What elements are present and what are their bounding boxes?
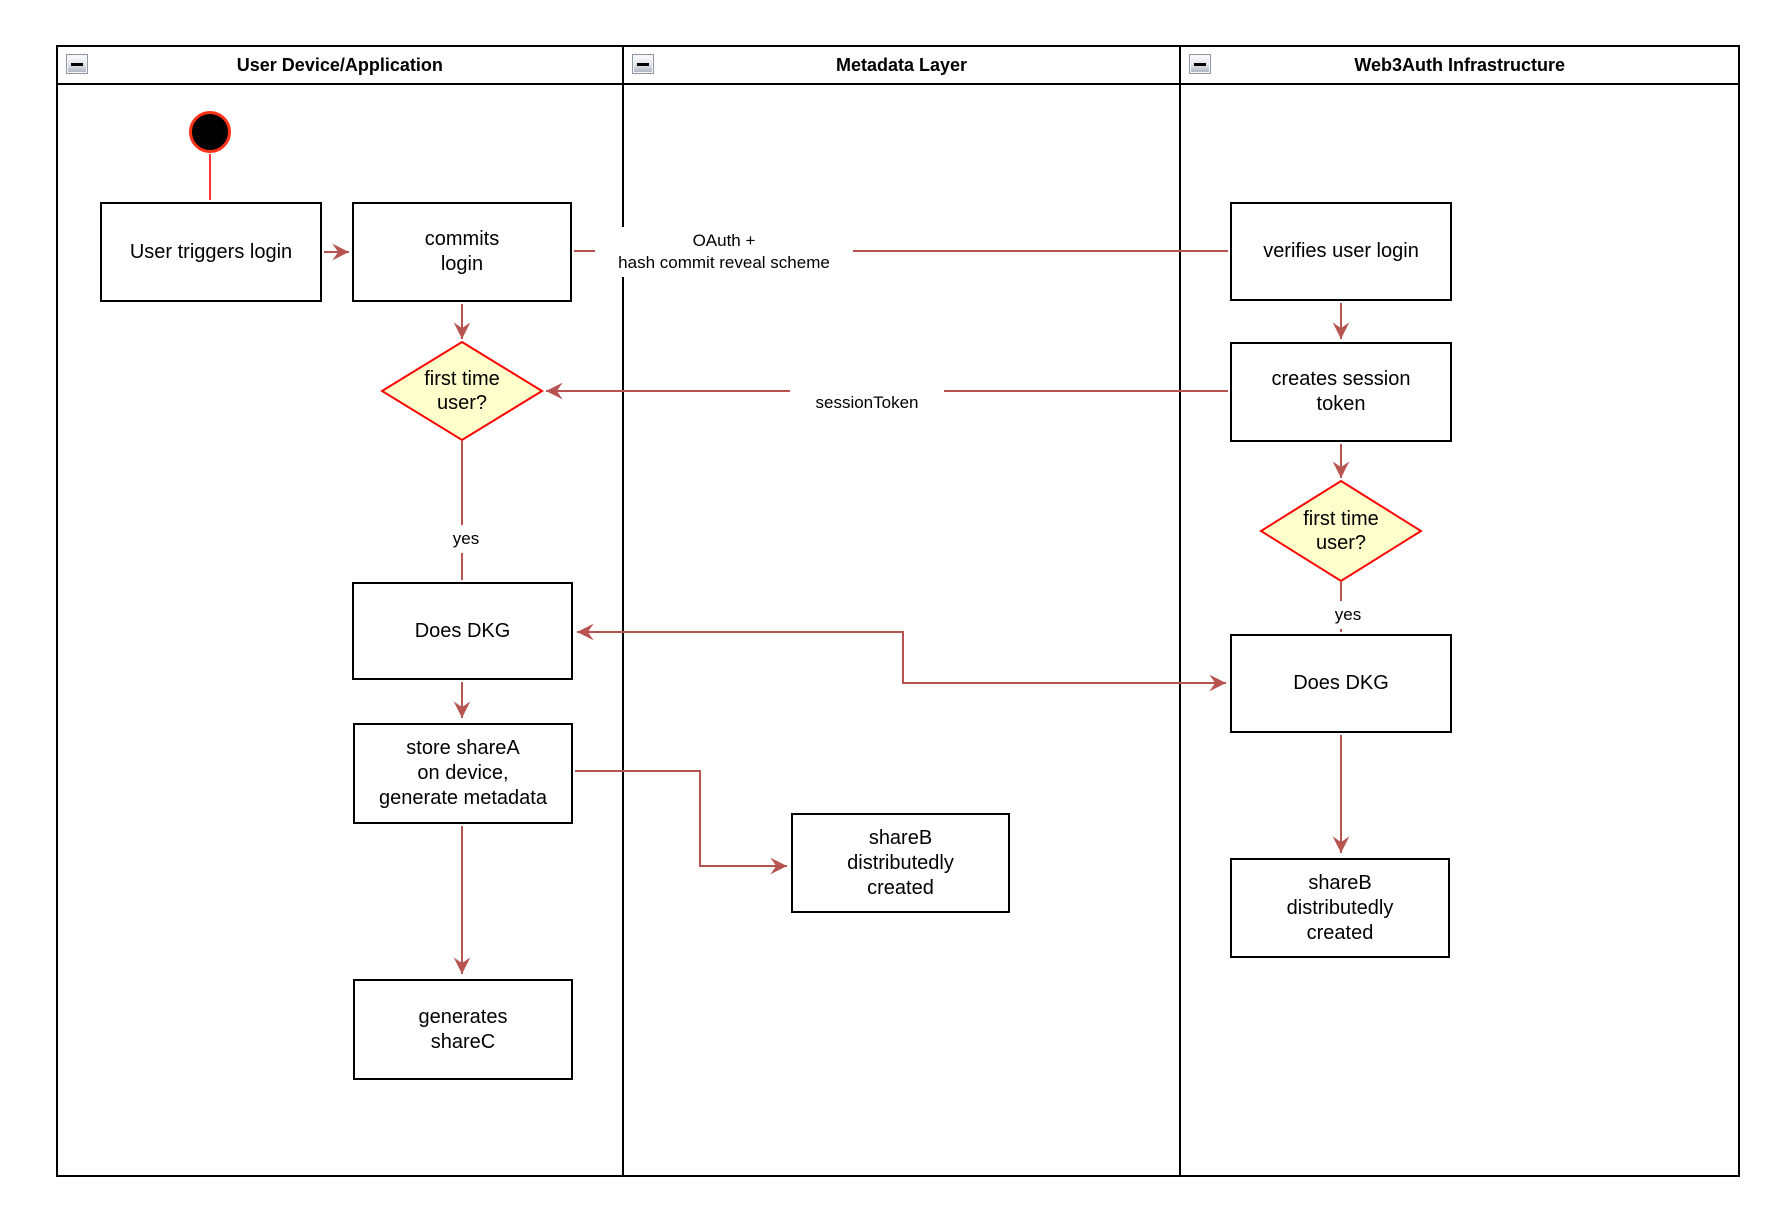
swimlane-pool: User Device/Application Metadata Layer W… — [56, 45, 1740, 1177]
lane-header-user-device[interactable]: User Device/Application — [58, 47, 622, 85]
lane-web3auth-infrastructure: Web3Auth Infrastructure — [1179, 47, 1738, 1175]
node-does-dkg-web3auth[interactable]: Does DKG — [1230, 634, 1452, 733]
decision-first-time-user-device[interactable] — [380, 340, 544, 442]
lane-title-web3auth-infrastructure: Web3Auth Infrastructure — [1354, 54, 1566, 75]
start-node[interactable] — [189, 111, 231, 153]
lane-title-user-device: User Device/Application — [236, 54, 443, 75]
node-commits-login[interactable]: commits login — [352, 202, 572, 302]
node-generates-sharec[interactable]: generates shareC — [353, 979, 573, 1080]
lane-header-metadata-layer[interactable]: Metadata Layer — [623, 47, 1180, 85]
lane-title-metadata-layer: Metadata Layer — [835, 54, 968, 75]
node-shareb-web3auth[interactable]: shareB distributedly created — [1230, 858, 1450, 958]
node-shareb-metadata[interactable]: shareB distributedly created — [791, 813, 1010, 913]
collapse-icon[interactable] — [1189, 54, 1212, 74]
edge-does-dkg-device-web3auth — [577, 623, 1226, 692]
edge-label-yes-device: yes — [440, 525, 492, 553]
edge-label-yes-web3auth: yes — [1322, 601, 1374, 629]
lane-metadata-layer: Metadata Layer — [621, 47, 1180, 1175]
lane-header-web3auth-infrastructure[interactable]: Web3Auth Infrastructure — [1181, 47, 1738, 85]
node-store-sharea[interactable]: store shareA on device, generate metadat… — [353, 723, 573, 824]
lane-user-device: User Device/Application — [58, 47, 622, 1175]
edge-label-session-token: sessionToken — [790, 389, 944, 417]
node-creates-session-token[interactable]: creates session token — [1230, 342, 1452, 442]
node-user-triggers-login[interactable]: User triggers login — [100, 202, 322, 302]
node-does-dkg-device[interactable]: Does DKG — [352, 582, 573, 680]
decision-label-first-time-user-device: first time user? — [424, 368, 500, 414]
collapse-icon[interactable] — [631, 54, 654, 74]
node-verifies-user-login[interactable]: verifies user login — [1230, 202, 1452, 301]
decision-first-time-user-web3auth[interactable] — [1259, 479, 1423, 583]
decision-label-first-time-user-web3auth: first time user? — [1303, 508, 1379, 554]
collapse-icon[interactable] — [66, 54, 88, 74]
edge-store-sharea-to-shareb-metadata — [575, 770, 787, 875]
edge-label-oauth: OAuth + hash commit reveal scheme — [595, 227, 853, 277]
